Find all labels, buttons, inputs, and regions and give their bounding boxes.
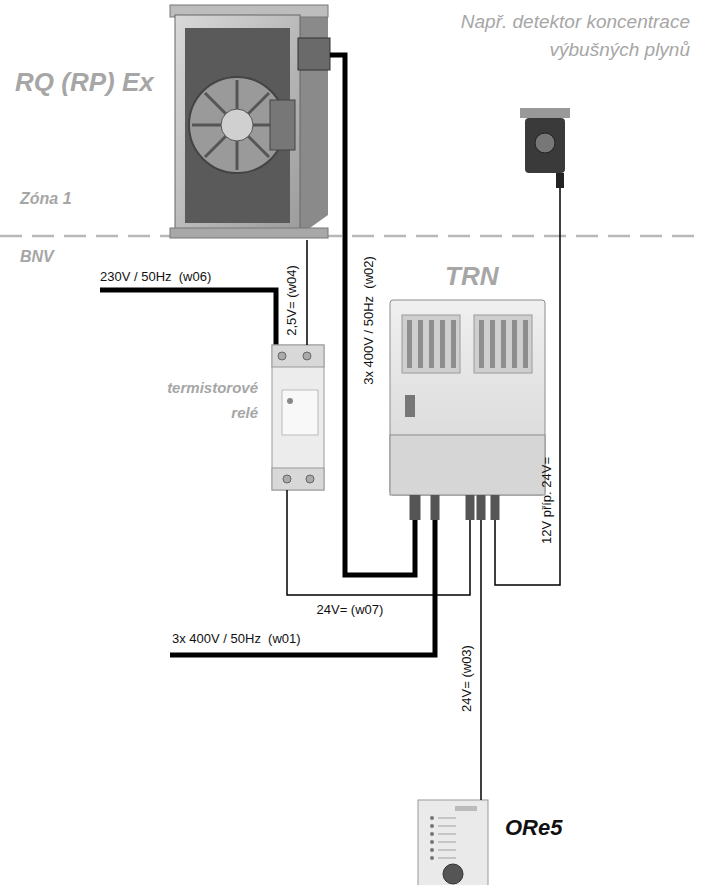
power-cable <box>330 55 415 575</box>
detector-bracket <box>520 108 570 118</box>
terminal-screw <box>283 475 291 483</box>
ore5-knob <box>443 864 463 884</box>
fan-blades <box>192 80 282 170</box>
device-label: termistorové relé <box>148 375 258 425</box>
relay-front <box>282 390 318 435</box>
ore5-body <box>418 800 488 885</box>
signal-cable <box>480 520 482 800</box>
fan-blade <box>205 93 269 157</box>
trn-switch <box>405 395 415 417</box>
slot <box>490 320 495 368</box>
ore5-legend-marks <box>438 817 456 859</box>
trn-grille <box>402 315 460 373</box>
fan-frame <box>170 228 328 238</box>
wire-label: 2,5V= (w04) <box>284 265 299 335</box>
wire-label: 12V příp. 24V= <box>539 456 554 543</box>
trn-controller: TRN <box>390 300 545 520</box>
trn-terminal-cover <box>390 435 545 495</box>
led <box>430 832 434 836</box>
mark <box>438 825 456 827</box>
supply-wire <box>100 290 276 345</box>
detector-body <box>525 118 565 173</box>
slot <box>501 320 506 368</box>
ore5-picture <box>418 800 488 885</box>
fan-unit: RQ (RP) Ex <box>170 0 330 240</box>
zone-label: BNV <box>20 248 54 266</box>
fan-motor <box>270 100 295 150</box>
led <box>430 856 434 860</box>
slot <box>512 320 517 368</box>
slot <box>451 320 456 368</box>
mark <box>438 849 456 851</box>
wire-label: 24V= (w07) <box>317 602 384 617</box>
thermistor-relay: termistorové relé <box>268 345 330 490</box>
zone-boundary <box>0 235 701 238</box>
detector-picture <box>520 108 570 188</box>
device-label: Např. detektor koncentrace výbušných ply… <box>425 8 690 64</box>
cable-gland <box>410 495 421 520</box>
fan-hub <box>221 109 253 141</box>
led <box>430 840 434 844</box>
cable-gland <box>491 495 500 520</box>
cable-gland <box>477 495 486 520</box>
signal-cable <box>306 240 308 345</box>
wire-label: 230V / 50Hz (w06) <box>100 270 211 285</box>
ore5-logo <box>455 806 477 811</box>
gas-detector: Např. detektor koncentrace výbušných ply… <box>515 108 575 188</box>
device-label: ORe5 <box>505 815 562 840</box>
detector-sensor <box>535 133 555 153</box>
terminal-screw <box>278 352 286 360</box>
mark <box>438 841 456 843</box>
mark <box>438 817 456 819</box>
fan-housing <box>175 15 300 235</box>
terminal-screw <box>306 475 314 483</box>
led <box>430 816 434 820</box>
mark <box>438 833 456 835</box>
trn-picture <box>390 300 545 520</box>
ore5-controller: ORe5 <box>410 800 495 885</box>
grille-slots <box>407 320 528 368</box>
slot <box>440 320 445 368</box>
cable-gland <box>466 495 475 520</box>
fan-blade <box>205 93 269 157</box>
terminal-block <box>272 345 324 367</box>
slot <box>479 320 484 368</box>
trn-glands <box>410 495 500 520</box>
wire-label: 3x 400V / 50Hz (w02) <box>360 256 375 385</box>
slot <box>429 320 434 368</box>
slot <box>407 320 412 368</box>
cable-gland <box>556 173 564 188</box>
relay-led <box>287 398 293 404</box>
trn-body <box>390 300 545 495</box>
relay-body <box>272 345 324 490</box>
ore5-leds <box>430 816 434 860</box>
led <box>430 824 434 828</box>
slot <box>418 320 423 368</box>
relay-picture <box>272 345 324 490</box>
terminal-block <box>272 468 324 490</box>
signal-cable <box>495 188 560 585</box>
cable-gland <box>431 495 440 520</box>
terminal-box <box>298 38 330 70</box>
trn-grille <box>474 315 532 373</box>
slot <box>523 320 528 368</box>
led <box>430 848 434 852</box>
supply-wire <box>170 520 435 655</box>
wire-label: 3x 400V / 50Hz (w01) <box>172 632 301 647</box>
fan-picture <box>170 5 330 238</box>
device-label: TRN <box>445 262 498 292</box>
zone-label: Zóna 1 <box>20 190 72 208</box>
wire-label: 24V= (w03) <box>458 645 473 712</box>
mark <box>438 857 456 859</box>
terminal-screw <box>303 352 311 360</box>
device-label: RQ (RP) Ex <box>15 68 154 98</box>
signal-cable <box>287 490 470 595</box>
